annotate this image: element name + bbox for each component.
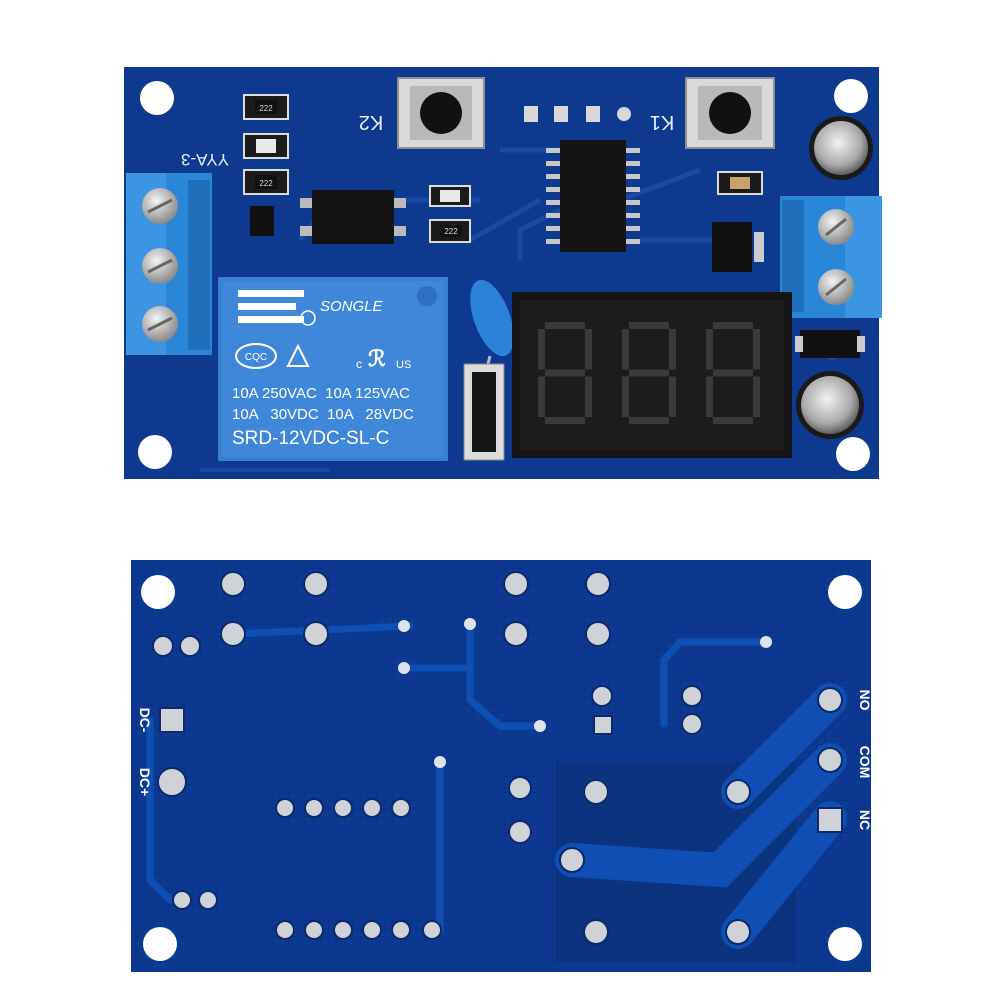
capacitor: [796, 371, 864, 439]
smd-code: 222: [259, 104, 273, 113]
mount-hole: [138, 435, 172, 469]
relay-traces: [555, 683, 847, 949]
display-digit: [706, 322, 760, 424]
com-label: COM: [857, 746, 873, 779]
solder-pads: [152, 571, 843, 945]
segment: [622, 376, 629, 417]
segment: [669, 376, 676, 417]
relay-brand: SONGLE: [320, 298, 384, 315]
segment: [622, 329, 629, 370]
segment: [585, 329, 592, 370]
dc-minus-label: DC-: [137, 708, 153, 733]
mount-hole: [140, 81, 174, 115]
segment: [629, 417, 669, 424]
microcontroller-chip: [546, 140, 640, 252]
relay-cert-cqc: CQC: [245, 352, 267, 363]
segment: [545, 369, 585, 377]
dc-plus-label: DC+: [137, 768, 153, 796]
segment: [629, 322, 669, 329]
seven-segment-display: [512, 292, 792, 458]
top-board: YYA-3 222 222 2: [124, 67, 882, 479]
segment: [545, 417, 585, 424]
mount-hole: [836, 437, 870, 471]
relay-c-mark: c: [356, 357, 362, 371]
mount-hole: [828, 575, 862, 609]
capacitor: [809, 116, 873, 180]
relay: SONGLE CQC c ℛ US 10A 250VAC 10A 125VAC …: [218, 277, 448, 461]
header-pads: [524, 106, 631, 122]
segment: [713, 417, 753, 424]
relay-rating-2: 10A 30VDC 10A 28VDC: [232, 406, 414, 423]
relay-ul-mark: ℛ: [368, 346, 386, 371]
segment: [629, 369, 669, 377]
segment: [545, 322, 585, 329]
bottom-board: DC- DC+ NO COM NC: [131, 560, 873, 972]
mount-hole: [141, 575, 175, 609]
segment: [713, 369, 753, 377]
relay-model: SRD-12VDC-SL-C: [232, 428, 389, 449]
k1-button[interactable]: [685, 77, 775, 149]
power-terminal-block: [126, 173, 212, 355]
segment: [538, 329, 545, 370]
smd-code: 222: [259, 179, 273, 188]
no-label: NO: [857, 690, 873, 711]
segment: [753, 329, 760, 370]
nc-label: NC: [857, 810, 873, 830]
smd-code: 222: [444, 227, 458, 236]
relay-terminal-block: [780, 196, 882, 318]
segment: [585, 376, 592, 417]
relay-ul-us: US: [396, 359, 411, 371]
optocoupler-chip: [300, 190, 406, 244]
segment: [538, 376, 545, 417]
display-digit: [622, 322, 676, 424]
segment: [706, 376, 713, 417]
segment: [669, 329, 676, 370]
board-label: YYA-3: [181, 150, 229, 169]
k2-button[interactable]: [397, 77, 485, 149]
segment: [706, 329, 713, 370]
mount-hole: [834, 79, 868, 113]
mount-hole: [143, 927, 177, 961]
segment: [713, 322, 753, 329]
k2-label: K2: [359, 111, 383, 133]
segment: [753, 376, 760, 417]
smd-components: 222 222 222: [243, 94, 865, 358]
transistor: [463, 363, 505, 461]
k1-label: K1: [650, 111, 674, 133]
mount-hole: [828, 927, 862, 961]
relay-rating-1: 10A 250VAC 10A 125VAC: [232, 385, 410, 402]
display-digit: [538, 322, 592, 424]
